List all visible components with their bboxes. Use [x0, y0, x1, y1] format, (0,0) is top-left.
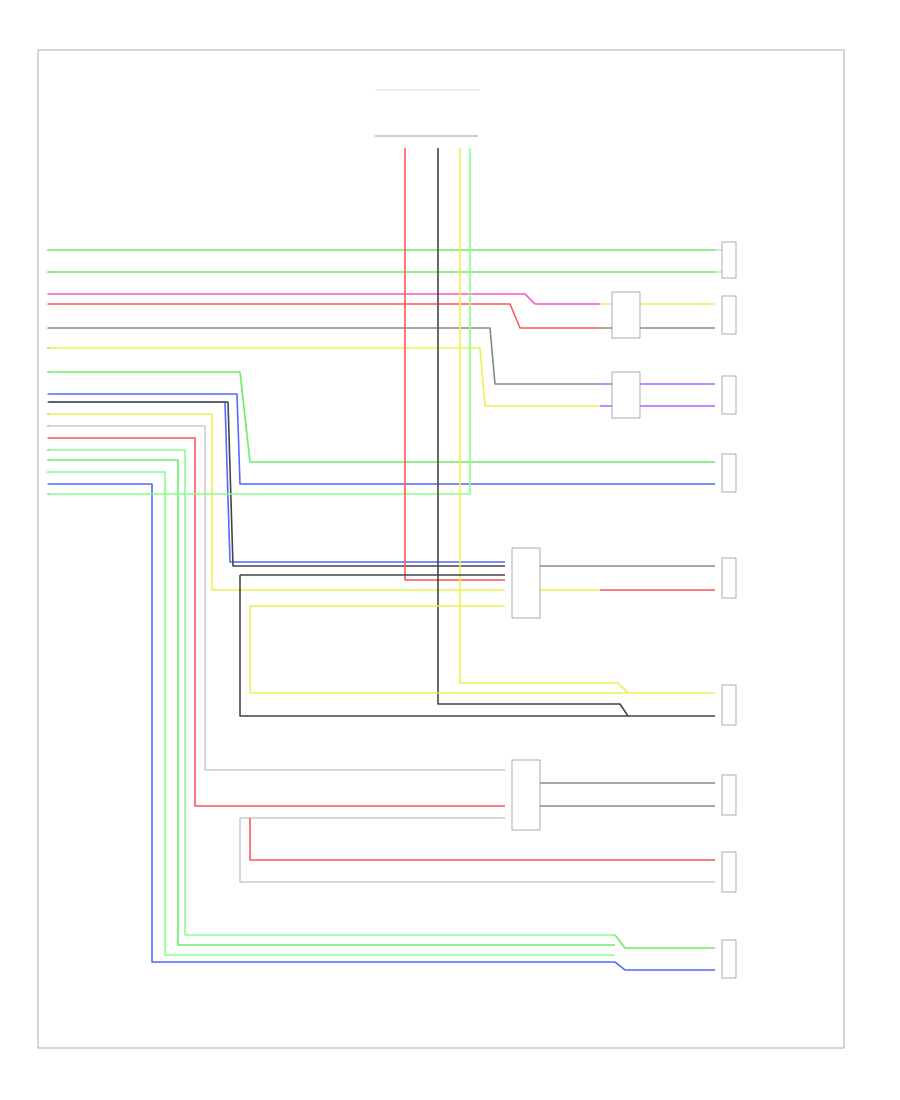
wire-red-3 [48, 303, 600, 329]
wire-red-12 [48, 437, 505, 807]
wire-lgreen-15 [48, 471, 615, 956]
right-rear-speaker [721, 851, 737, 893]
wire-light-11 [48, 425, 505, 771]
wire-gray-4 [48, 327, 600, 385]
center-speaker [715, 241, 737, 279]
wire-green-6 [48, 371, 715, 463]
pin-dot [47, 371, 49, 373]
pin-dot [47, 249, 49, 251]
pin-dot [47, 493, 49, 495]
pin-dot [47, 401, 49, 403]
right-front-speaker [721, 453, 737, 493]
wire-lgreen-17 [48, 148, 471, 495]
pin-dot [47, 271, 49, 273]
right-front-tweeter [721, 375, 737, 415]
left-front-tweeter [721, 295, 737, 335]
left-front-woofer [721, 939, 737, 979]
pin-dot [47, 327, 49, 329]
wire-yellow-20 [459, 148, 629, 694]
pin-dot [47, 347, 49, 349]
pin-dot [47, 293, 49, 295]
wire-blue-7 [48, 393, 715, 485]
wire-dark-19 [437, 148, 629, 717]
pin-dot [47, 449, 49, 451]
right-front-speaker-connector [611, 371, 641, 419]
wire-yellow-24 [249, 606, 630, 694]
pin-dot [47, 483, 49, 485]
left-rear-speaker [721, 684, 737, 726]
left-rear-crossover [511, 547, 541, 619]
wire-dark-22 [239, 575, 630, 717]
wire-layer [48, 148, 715, 971]
pin-dot [47, 393, 49, 395]
speaker-column [715, 241, 737, 979]
pin-dot [47, 413, 49, 415]
wire-red-26 [249, 818, 715, 861]
wire-red-18 [404, 148, 505, 581]
pin-dot [47, 437, 49, 439]
pin-dot [47, 303, 49, 305]
pin-dot [47, 425, 49, 427]
wire-pink-2 [48, 293, 600, 305]
wire-lgreen-13 [48, 449, 615, 936]
wire-blue-40 [614, 961, 715, 971]
pin-dot [47, 459, 49, 461]
right-rear-tweeter [721, 774, 737, 816]
left-rear-tweeter [721, 557, 737, 599]
wire-light-27 [239, 818, 715, 883]
diagram-frame [37, 49, 845, 1049]
left-front-speaker-connector [611, 291, 641, 339]
left-pin-column [47, 249, 49, 495]
wire-blue-16 [48, 483, 615, 963]
right-rear-crossover [511, 759, 541, 831]
wire-green-14 [48, 459, 615, 946]
wire-yellow-10 [48, 413, 505, 591]
wire-dark-9 [48, 401, 505, 567]
pin-dot [47, 471, 49, 473]
wire-green-39 [614, 934, 715, 949]
wire-yellow-5 [48, 347, 600, 407]
